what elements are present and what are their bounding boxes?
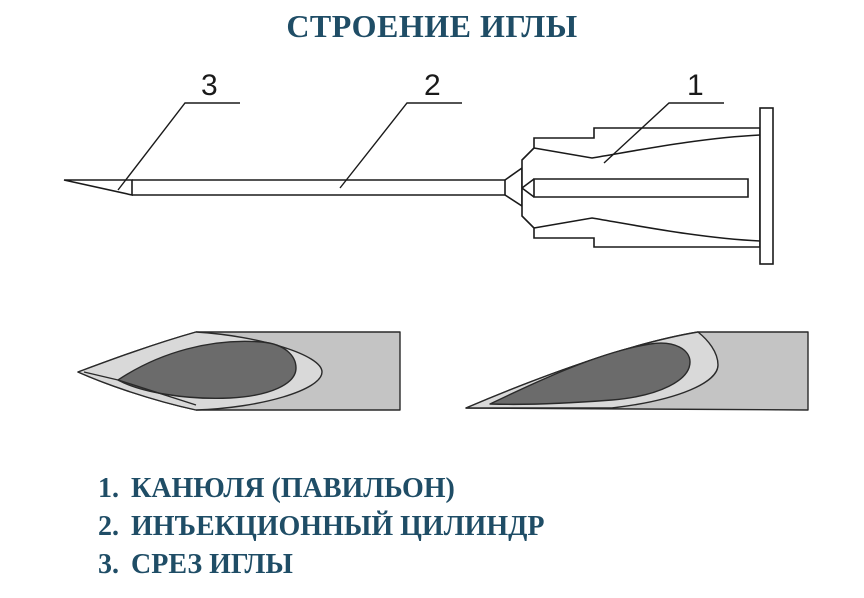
legend-number: 3. <box>98 549 119 580</box>
legend-text: ИНЪЕКЦИОННЫЙ ЦИЛИНДР <box>131 511 545 542</box>
leader-1 <box>603 102 724 164</box>
needle-shaft <box>132 179 506 196</box>
legend-item-injection-cylinder: 2. ИНЪЕКЦИОННЫЙ ЦИЛИНДР <box>98 508 544 546</box>
legend-list: 1. КАНЮЛЯ (ПАВИЛЬОН) 2. ИНЪЕКЦИОННЫЙ ЦИЛИН… <box>98 470 544 584</box>
cannula-flange <box>759 107 774 265</box>
needle-hub-connector <box>504 166 523 208</box>
tip-front-lumen <box>117 340 297 400</box>
tip-side-lumen <box>489 342 691 406</box>
tip-front-edge <box>83 371 197 406</box>
legend-text: КАНЮЛЯ (ПАВИЛЬОН) <box>131 473 455 504</box>
legend-number: 2. <box>98 511 119 542</box>
legend-item-needle-bevel: 3. СРЕЗ ИГЛЫ <box>98 546 544 584</box>
cannula-inner-line <box>521 178 535 198</box>
cannula-inner-contour <box>533 134 761 242</box>
needle-tip-side-view <box>465 331 809 411</box>
cannula-bore <box>533 178 749 198</box>
diagram-label-3: 3 <box>201 69 218 102</box>
legend-item-cannula: 1. КАНЮЛЯ (ПАВИЛЬОН) <box>98 470 544 508</box>
leader-lines <box>117 102 724 191</box>
legend-text: СРЕЗ ИГЛЫ <box>131 549 293 580</box>
page-title: СТРОЕНИЕ ИГЛЫ <box>286 8 578 44</box>
leader-3 <box>117 102 240 191</box>
diagram-label-2: 2 <box>424 69 441 102</box>
cannula-hub <box>521 127 761 248</box>
needle-side-view <box>63 107 774 265</box>
diagram-label-1: 1 <box>687 69 704 102</box>
needle-bevel <box>63 179 133 196</box>
leader-2 <box>339 102 462 189</box>
needle-tip-front-view <box>77 331 401 411</box>
legend-number: 1. <box>98 473 119 504</box>
